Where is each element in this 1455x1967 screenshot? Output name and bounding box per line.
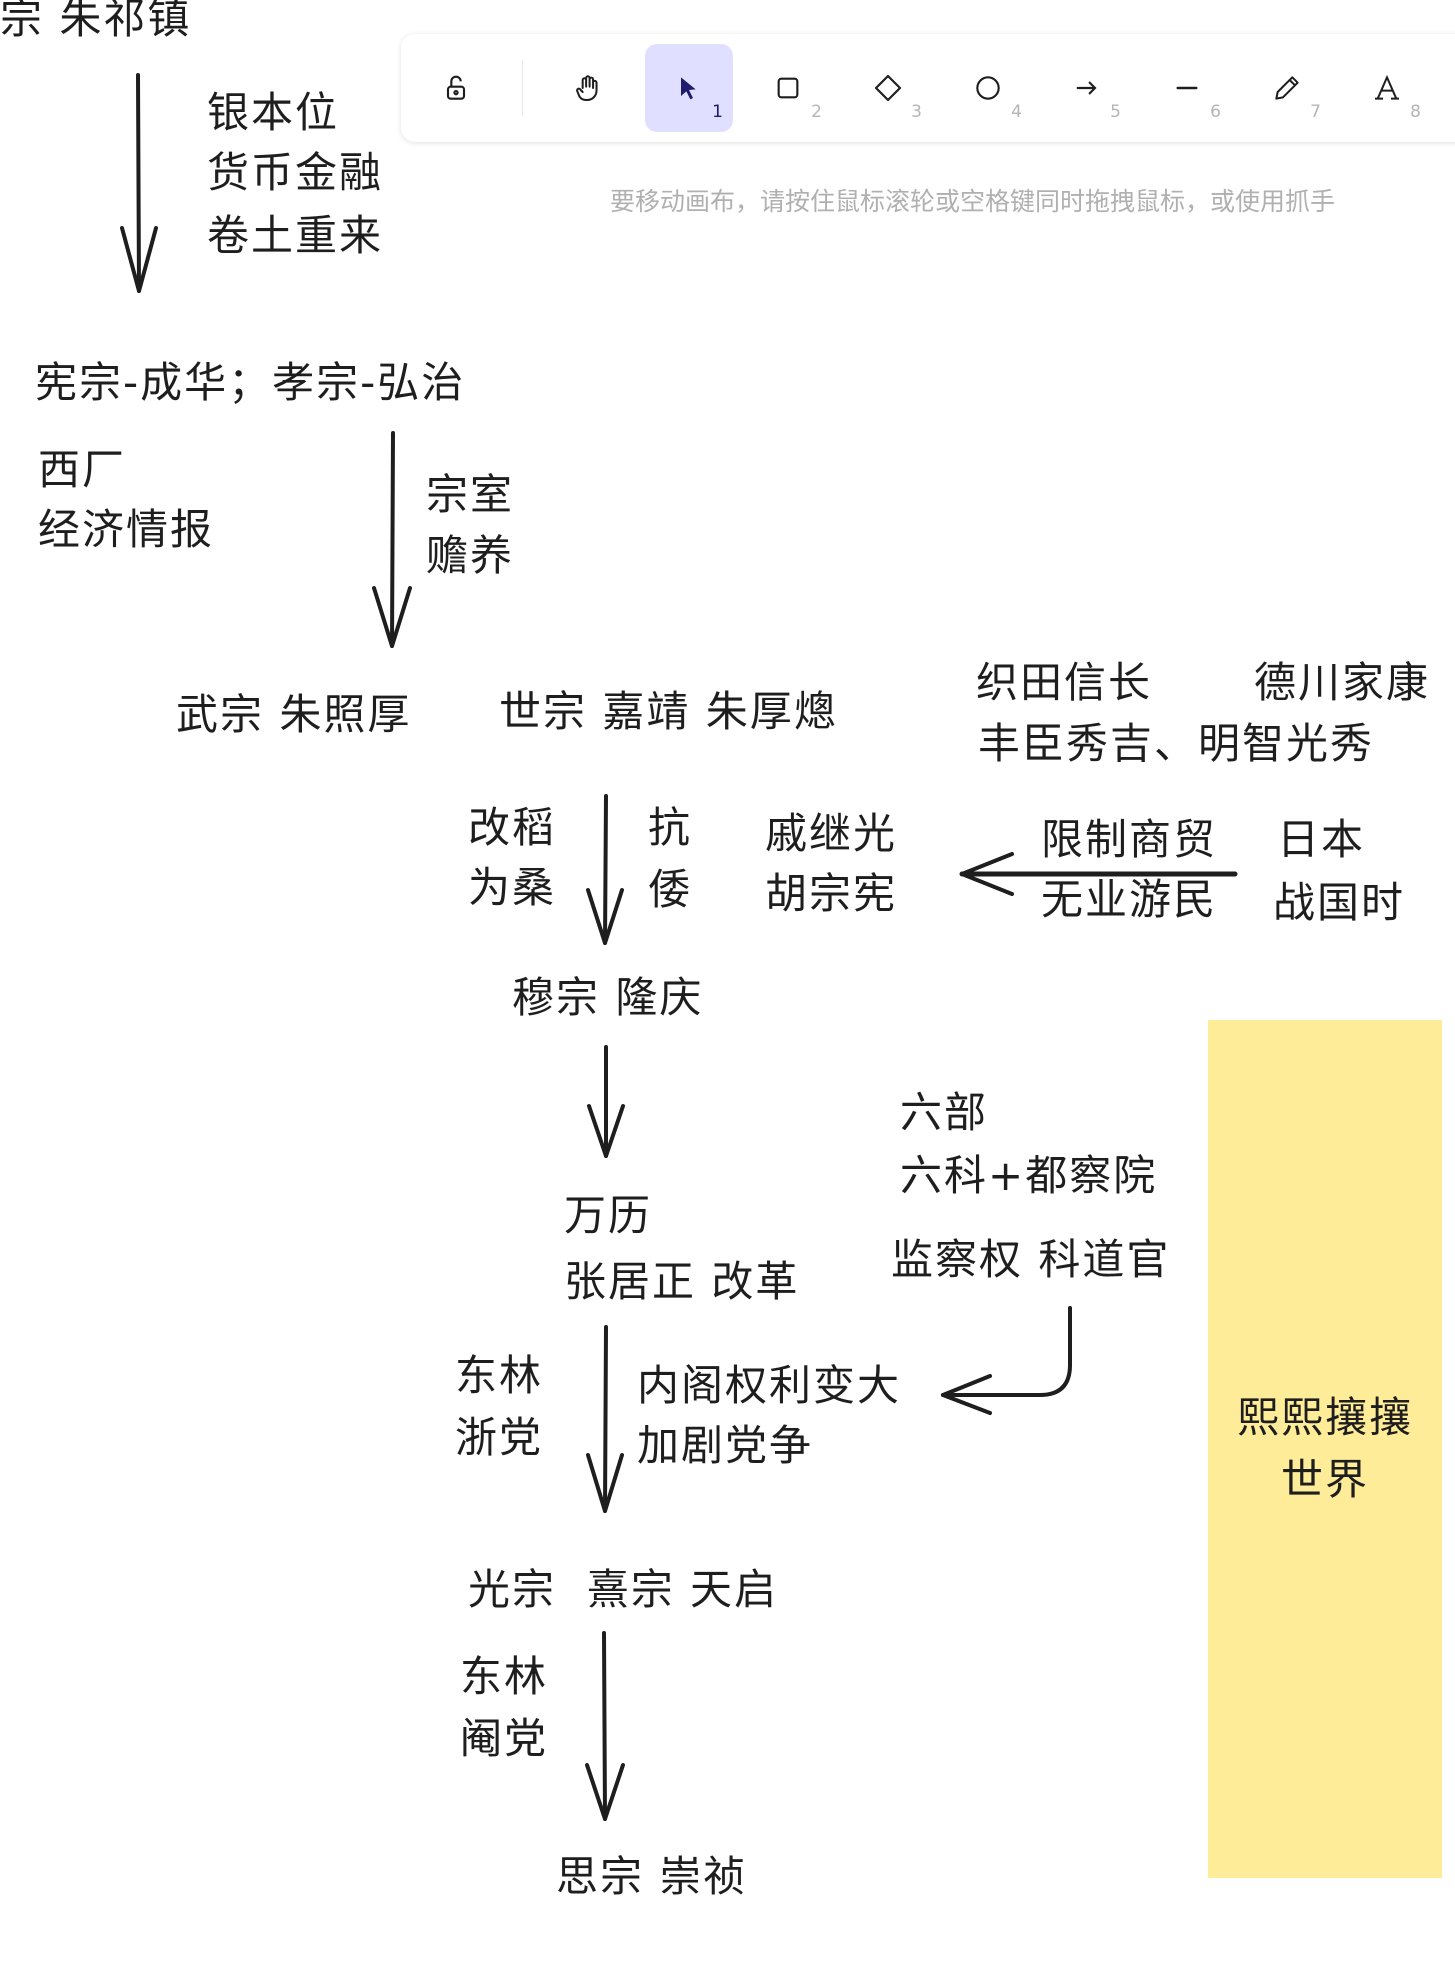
unlock-icon [446,75,466,100]
draw-tool-button[interactable]: 7 [1243,44,1331,132]
canvas-hint: 要移动画布，请按住鼠标滚轮或空格键同时拖拽鼠标，或使用抓手 [610,187,1336,216]
text-hu-zongxian[interactable]: 胡宗宪 [765,869,898,918]
text-xianzong-xiaozong[interactable]: 宪宗-成华；孝宗-弘治 [35,358,466,407]
text-comeback[interactable]: 卷土重来 [207,211,384,260]
shortcut-3: 3 [911,102,922,122]
diamond-icon [874,74,902,102]
hand-tool-button[interactable] [544,44,632,132]
text-sizong[interactable]: 思宗 崇祯 [556,1852,748,1901]
text-currency-finance[interactable]: 货币金融 [207,148,384,197]
arrow-down-1 [120,73,158,293]
text-guangzong-xizong[interactable]: 光宗 熹宗 天启 [468,1565,779,1614]
text-icon [1375,74,1399,100]
text-tool-button[interactable]: 8 [1343,44,1431,132]
lock-button[interactable] [412,44,500,132]
text-supervision[interactable]: 监察权 科道官 [891,1235,1171,1284]
shortcut-4: 4 [1011,102,1022,122]
arrow-down-3 [586,794,624,945]
circle-icon [976,76,1000,100]
line-tool-button[interactable]: 6 [1143,44,1231,132]
text-donglin-2[interactable]: 东林 [460,1652,549,1701]
rectangle-icon [777,77,799,99]
text-silver-standard[interactable]: 银本位 [207,88,340,137]
text-yingzong[interactable]: 宗 朱祁镇 [0,0,192,43]
arrow-down-5 [586,1325,624,1513]
text-muzong[interactable]: 穆宗 隆庆 [512,973,704,1022]
line-icon [1176,86,1198,90]
shortcut-8: 8 [1410,102,1421,122]
text-kang[interactable]: 抗 [648,803,693,852]
shortcut-2: 2 [811,102,822,122]
pencil-icon [1275,76,1299,100]
text-zhe-party[interactable]: 浙党 [455,1413,544,1462]
arrow-down-4 [587,1045,625,1158]
sticky-note-line2: 世界 [1280,1455,1369,1504]
sticky-note-line1: 熙熙攘攘 [1236,1393,1413,1442]
text-toyotomi-akechi[interactable]: 丰臣秀吉、明智光秀 [978,719,1375,768]
sticky-note[interactable]: 熙熙攘攘 世界 [1208,1020,1442,1878]
ellipse-tool-button[interactable]: 4 [944,44,1032,132]
text-six-ministries[interactable]: 六部 [900,1088,989,1137]
arrow-right-icon [1076,81,1097,95]
text-zhang-juzheng[interactable]: 张居正 改革 [564,1257,800,1306]
text-restrict-trade[interactable]: 限制商贸 [1041,815,1218,864]
text-wuzong[interactable]: 武宗 朱照厚 [176,690,412,739]
text-eunuch-party[interactable]: 阉党 [460,1714,549,1763]
arrow-curve-supervision [941,1306,1072,1415]
selection-tool-button[interactable]: 1 [645,44,733,132]
text-gaidao[interactable]: 改稻 [468,803,557,852]
text-sengoku[interactable]: 战国时 [1273,878,1406,927]
shortcut-1: 1 [712,102,723,122]
diamond-tool-button[interactable]: 3 [844,44,932,132]
text-support[interactable]: 赡养 [426,531,515,580]
text-vagrants[interactable]: 无业游民 [1041,875,1218,924]
text-six-offices-censorate[interactable]: 六科+都察院 [900,1151,1158,1200]
shortcut-7: 7 [1310,102,1321,122]
cursor-icon [681,77,696,100]
text-weisang[interactable]: 为桑 [468,863,557,912]
hand-icon [576,75,598,101]
text-cabinet-power[interactable]: 内阁权利变大 [637,1361,902,1410]
text-economic-intel[interactable]: 经济情报 [38,505,215,554]
text-donglin-1[interactable]: 东林 [455,1351,544,1400]
text-factional-strife[interactable]: 加剧党争 [637,1421,814,1470]
arrow-left-japan [959,852,1238,896]
arrow-tool-button[interactable]: 5 [1043,44,1131,132]
text-shizong[interactable]: 世宗 嘉靖 朱厚熜 [499,687,838,736]
rectangle-tool-button[interactable]: 2 [744,44,832,132]
text-wo[interactable]: 倭 [648,865,693,914]
shortcut-5: 5 [1110,102,1121,122]
shortcut-6: 6 [1210,102,1221,122]
arrow-down-2 [372,431,412,648]
toolbar: 1 2 3 4 5 6 7 8 [401,34,1455,142]
text-qi-jiguang[interactable]: 戚继光 [765,809,898,858]
arrow-down-6 [585,1631,625,1821]
text-wanli[interactable]: 万历 [564,1191,653,1240]
text-oda[interactable]: 织田信长 [976,658,1153,707]
text-xichang[interactable]: 西厂 [38,445,127,494]
text-imperial-clan[interactable]: 宗室 [426,470,515,519]
toolbar-divider [522,60,523,116]
text-tokugawa[interactable]: 德川家康 [1254,658,1431,707]
text-japan[interactable]: 日本 [1277,815,1366,864]
